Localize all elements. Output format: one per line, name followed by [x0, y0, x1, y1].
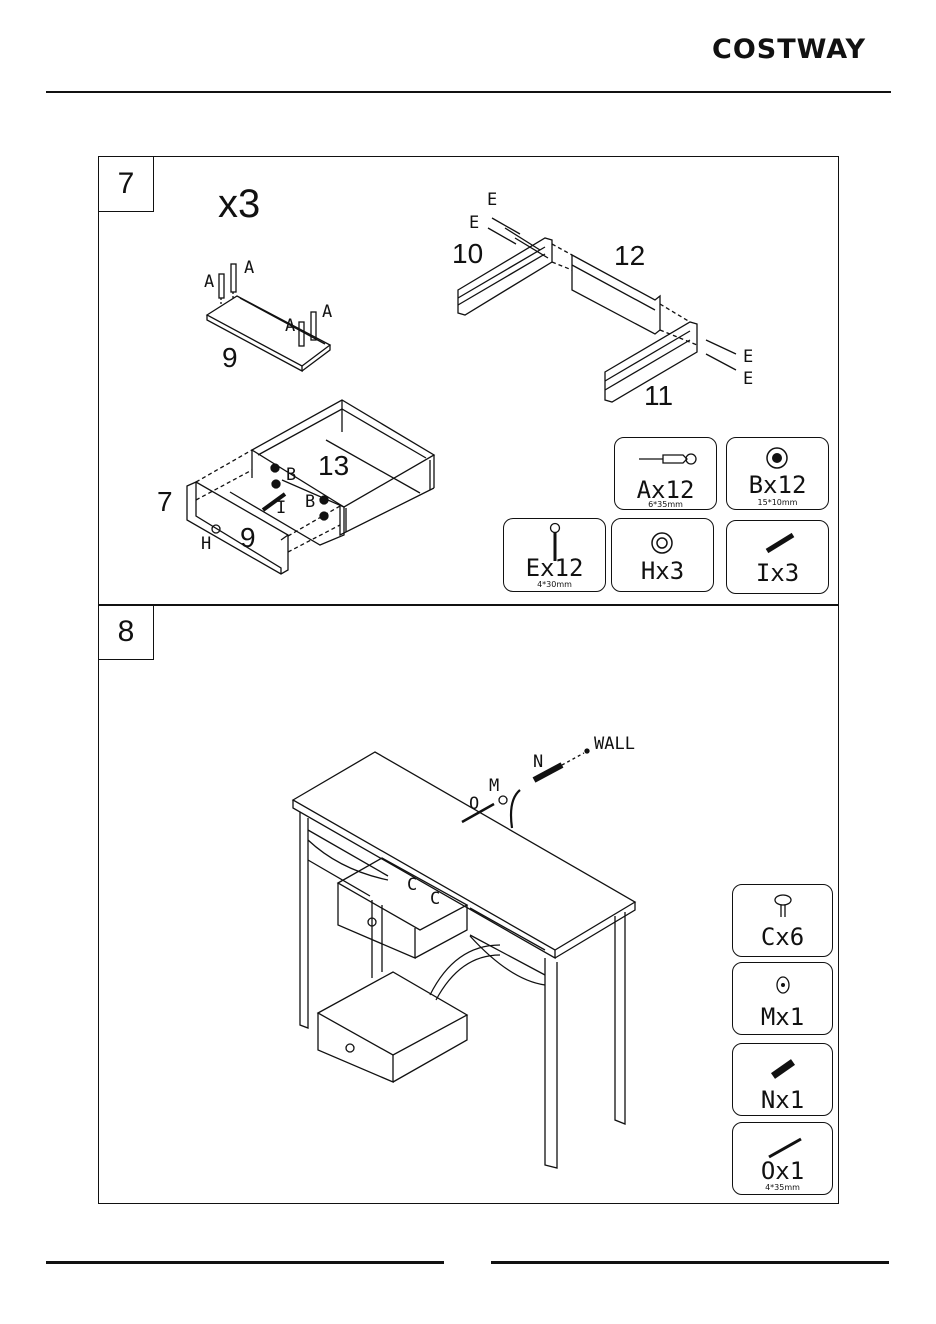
hardware-card-c: Cx6 [732, 884, 833, 957]
washer-icon [775, 975, 791, 995]
label-knob-c: C [430, 889, 440, 909]
hardware-label: Ox1 [733, 1157, 832, 1185]
hardware-card-o: Ox1 4*35mm [732, 1122, 833, 1195]
wood-screw-icon [765, 1133, 805, 1159]
footer-rule-right [491, 1261, 889, 1264]
label-screw-o: O [469, 794, 479, 814]
hardware-card-m: Mx1 [732, 962, 833, 1035]
hardware-label: Mx1 [733, 1003, 832, 1031]
hardware-spec: 4*35mm [733, 1183, 832, 1192]
footer-rule-left [46, 1261, 444, 1264]
label-anchor-n: N [533, 752, 543, 772]
hardware-card-n: Nx1 [732, 1043, 833, 1116]
knob-icon [773, 893, 793, 919]
hardware-label: Nx1 [733, 1086, 832, 1114]
label-knob-c: C [407, 875, 417, 895]
label-washer-m: M [489, 776, 499, 796]
label-wall: WALL [594, 734, 635, 754]
hardware-label: Cx6 [733, 923, 832, 951]
wall-anchor-icon [769, 1054, 799, 1080]
